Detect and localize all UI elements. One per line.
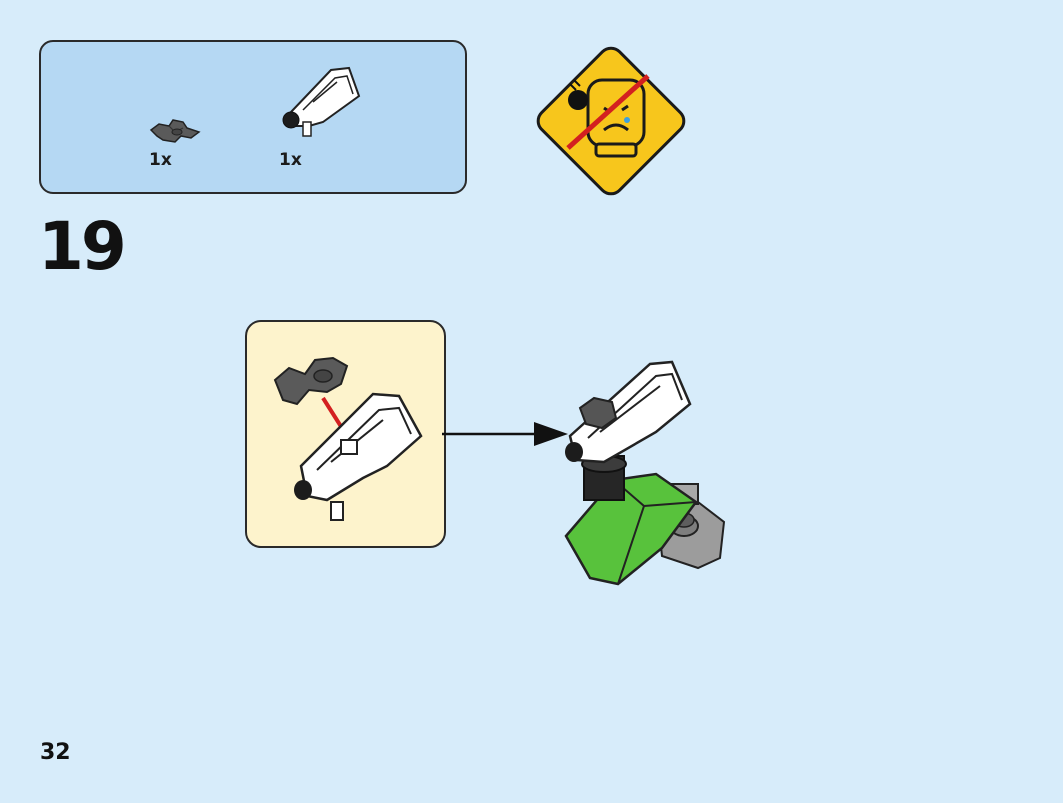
step-arrow-icon (442, 418, 572, 450)
detail-callout-box (245, 320, 446, 548)
no-projectile-at-face-warning-icon (530, 40, 692, 202)
white-cannon-piece-icon (273, 62, 365, 142)
dark-gray-clip-piece-icon (147, 112, 201, 146)
step-number: 19 (38, 208, 127, 285)
part-quantity: 1x (279, 150, 302, 170)
clip-attach-detail-icon (269, 340, 429, 526)
cannon-on-green-base-icon (560, 352, 732, 588)
page-number: 32 (40, 740, 71, 765)
part-quantity: 1x (149, 150, 172, 170)
parts-list-box: 1x 1x (39, 40, 467, 194)
